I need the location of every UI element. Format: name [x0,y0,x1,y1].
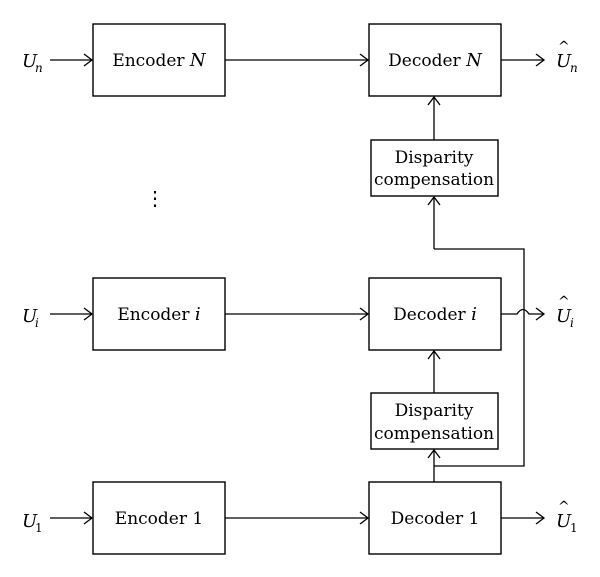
input-arrow-i [50,307,94,321]
decoder-i-block: Decoder i [368,277,502,351]
feedback-line [434,248,525,467]
enc-dec-arrow-i [225,307,370,321]
decoder-n-label: Decoder N [388,50,483,71]
svg-text:U: U [22,511,38,532]
disparity-lower-line2: compensation [374,424,494,444]
input-arrow-1 [50,511,94,525]
disparity-upper-line1: Disparity [395,148,474,168]
encoder-i-label: Encoder i [117,304,200,325]
disparity-block-lower: Disparity compensation [370,392,499,450]
encoder-n-label: Encoder N [112,50,207,71]
svg-text:U: U [22,306,38,327]
enc-dec-arrow-n [225,53,370,67]
svg-text:1: 1 [570,521,578,535]
disparity-lower-line1: Disparity [395,401,474,421]
svg-text:1: 1 [35,521,43,535]
decoder-1-block: Decoder 1 [368,481,502,555]
decoder-1-label: Decoder 1 [391,509,480,529]
input-arrow-n [50,53,94,67]
output-arrow-n [501,53,546,67]
svg-text:^: ^ [558,499,570,515]
svg-text:U: U [22,51,38,72]
output-arrow-1 [501,511,546,525]
encoder-n-block: Encoder N [92,23,226,97]
svg-text:i: i [35,316,39,330]
disparity-upper-input-arrow [427,195,441,249]
svg-text:U: U [556,511,572,532]
svg-text:n: n [35,61,43,75]
decoder-n-block: Decoder N [368,23,502,97]
encoder-1-block: Encoder 1 [92,481,226,555]
disparity-block-upper: Disparity compensation [370,139,499,197]
disparity-arrow-to-decoder-n [427,95,441,140]
output-label-1: U ^ 1 [556,499,578,535]
svg-text:i: i [570,316,574,330]
output-label-n: U ^ n [556,39,578,75]
decoder-i-label: Decoder i [393,304,477,325]
encoder-i-block: Encoder i [92,277,226,351]
disparity-arrow-to-decoder-i [427,349,441,393]
input-label-n: U n [22,51,43,75]
svg-text:U: U [556,51,572,72]
input-label-i: U i [22,306,39,330]
ellipsis: ⋮ [145,186,165,210]
input-label-1: U 1 [22,511,43,535]
enc-dec-arrow-1 [225,511,370,525]
svg-text:n: n [570,61,578,75]
output-label-i: U ^ i [556,294,574,330]
svg-text:^: ^ [558,39,570,55]
svg-text:^: ^ [558,294,570,310]
svg-text:U: U [556,306,572,327]
disparity-upper-line2: compensation [374,170,494,190]
encoder-1-label: Encoder 1 [115,509,203,529]
output-arrow-i [501,307,546,321]
